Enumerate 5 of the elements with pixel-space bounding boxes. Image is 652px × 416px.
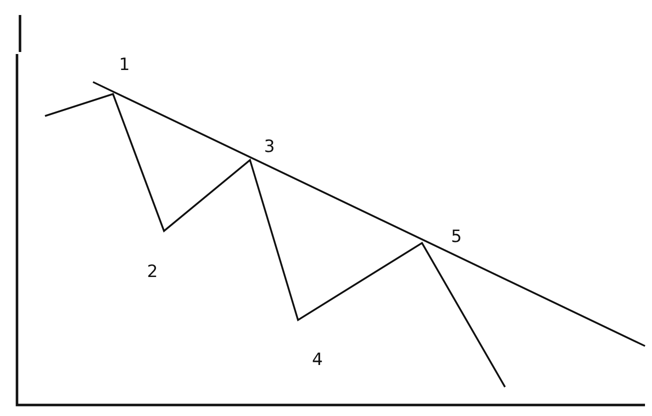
point-label: 5 <box>451 229 462 246</box>
point-label: 4 <box>312 352 323 369</box>
point-label: 3 <box>264 139 275 156</box>
point-label: 1 <box>119 57 130 74</box>
point-label: 2 <box>147 264 158 281</box>
